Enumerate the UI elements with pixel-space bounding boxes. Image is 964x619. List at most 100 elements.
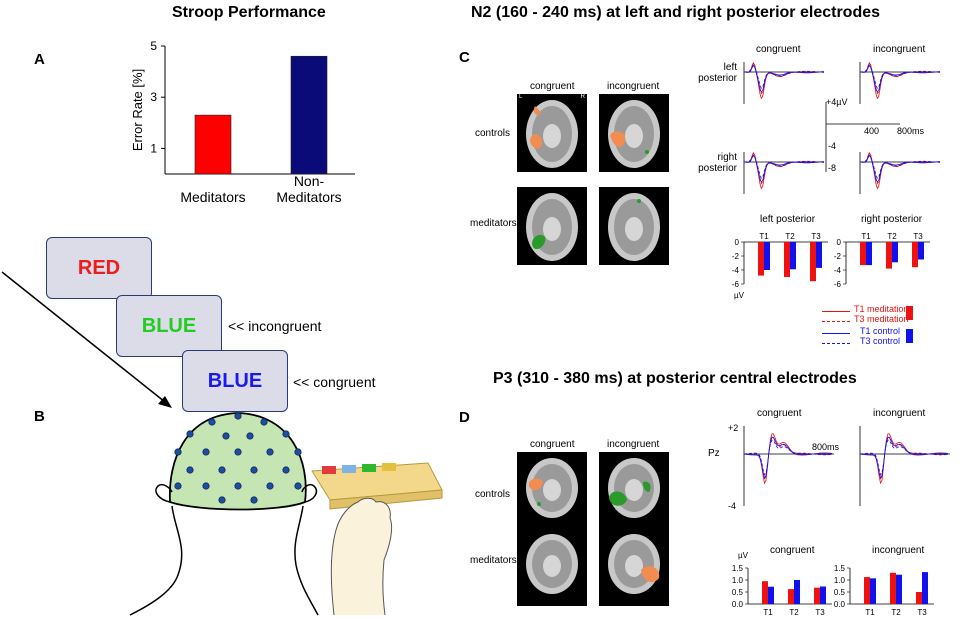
hand [330,497,393,616]
legend-t3-control: T3 control [860,336,901,346]
n2-erp-trace [859,64,941,89]
p3-erp-trace [743,436,833,480]
c-brain-row-controls: controls [475,128,511,139]
n2-erp-scale-xend: 800ms [897,126,925,136]
legend-line-t1-meditation [822,311,850,312]
electrode [266,448,274,456]
p3-incongruent-bar-control [896,574,902,604]
response-button-yellow [382,463,396,471]
incongruent-note: << incongruent [228,318,322,334]
panel-label-b: B [34,408,45,425]
n2-left-bar-meditation [810,242,816,282]
n2-erp-trace [859,154,941,179]
legend: T1 meditation T3 meditation T1 control T… [730,300,960,360]
brain-map-meditators-congruent [517,187,587,265]
p3-incongruent-bar-meditation [864,577,870,604]
n2-erp-trace [743,64,825,89]
task-illustration [1,271,443,616]
n2-right-bar-meditation [912,242,918,268]
p3-bars-title-incongruent: incongruent [872,545,925,556]
p3-incongruent-bar-meditation [916,592,922,604]
brain-map-meditators-incongruent [599,187,669,265]
electrode [294,448,302,456]
n2-title: N2 (160 - 240 ms) at left and right post… [471,4,881,21]
electrode [208,418,216,426]
stroop-category-label: Non- [294,173,325,189]
n2-left-y-tick-label: -4 [732,266,740,275]
p3-congruent-category-label: T1 [763,608,773,617]
n2-left-category-label: T3 [811,232,821,241]
n2-erp-unit: µV [836,97,848,107]
n2-erp-trace [859,61,941,100]
p3-incongruent-y-tick-label: 1.5 [834,564,846,573]
d-brain-row-controls: controls [475,489,511,500]
electrode [218,496,226,504]
n2-left-category-label: T2 [785,232,795,241]
n2-erp-trace [743,62,825,95]
p3-erp-channel: Pz [708,448,720,459]
n2-erp-scale-ypos: +4µV [826,97,847,107]
electrode [202,448,210,456]
n2-erp-trace [743,152,825,185]
electrode-array [174,412,302,504]
p3-congruent-bar-control [794,580,800,604]
p3-erp-ypos: +2 [728,423,739,433]
p3-erp-trace [859,436,949,480]
n2-bars-unit: µV [734,291,745,300]
n2-right-bar-meditation [886,242,892,269]
n2-erp-row-right: right posterior [698,152,737,174]
n2-right-y-tick-label: 0 [837,238,842,247]
electrode [218,466,226,474]
n2-right-category-label: T3 [913,232,923,241]
electrode [246,432,254,440]
p3-congruent-y-tick-label: 1.5 [732,564,744,573]
p3-congruent-y-tick-label: 0.5 [732,588,744,597]
electrode [250,496,258,504]
c-brain-row-meditators: meditators [470,218,517,229]
legend-swatch-control [906,329,913,343]
p3-congruent-category-label: T3 [815,608,825,617]
electrode [234,482,242,490]
n2-right-y-tick-label: -4 [834,266,842,275]
p3-bars-title-congruent: congruent [770,545,815,556]
p3-erp-col-congruent: congruent [757,408,802,419]
n2-erp-ypos-value: +4 [826,97,837,107]
legend-line-t1-control [822,333,850,334]
stroop-bar-1 [290,55,328,175]
n2-erp-waveforms [743,61,941,194]
stroop-word-red: RED [77,256,121,279]
p3-erp-trace [859,439,949,476]
n2-left-bar-meditation [784,242,790,277]
n2-erp-scale-yneg4: -4 [828,141,837,151]
p3-incongruent-bar-meditation [890,572,896,604]
p3-erp-yneg: -4 [728,501,737,511]
d-brain-col-congruent: congruent [530,439,575,450]
stroop-word-congruent: BLUE [207,369,263,392]
p3-erp-trace [859,433,949,485]
electrode [234,412,242,420]
legend-swatch-meditation [906,306,913,320]
p3-erp-trace [743,433,833,485]
n2-erp-trace [859,64,941,93]
p3-incongruent-y-tick-label: 0.5 [834,588,846,597]
p3-congruent-bar-meditation [814,587,820,604]
stroop-card-incongruent: BLUE [116,295,222,357]
response-button-green [362,464,376,472]
legend-t1-meditation: T1 meditation [854,304,909,314]
n2-erp-trace [859,151,941,190]
brain-map-p3-meditators-congruent [517,528,587,606]
panel-label-a: A [34,51,45,68]
brain-map-p3-controls-incongruent [599,452,669,530]
stroop-word-incongruent: BLUE [141,314,197,337]
brain-map-controls-incongruent [599,94,669,172]
p3-erp-trace [859,436,949,480]
n2-erp-trace [743,61,825,100]
stroop-y-tick-label: 1 [150,141,157,155]
n2-right-bar-control [866,242,872,266]
p3-incongruent-bar-control [922,572,928,604]
stroop-card-congruent: BLUE [182,350,288,412]
panel-label-c: C [459,49,470,66]
stroop-category-label: Meditators [180,189,245,205]
electrode [294,482,302,490]
